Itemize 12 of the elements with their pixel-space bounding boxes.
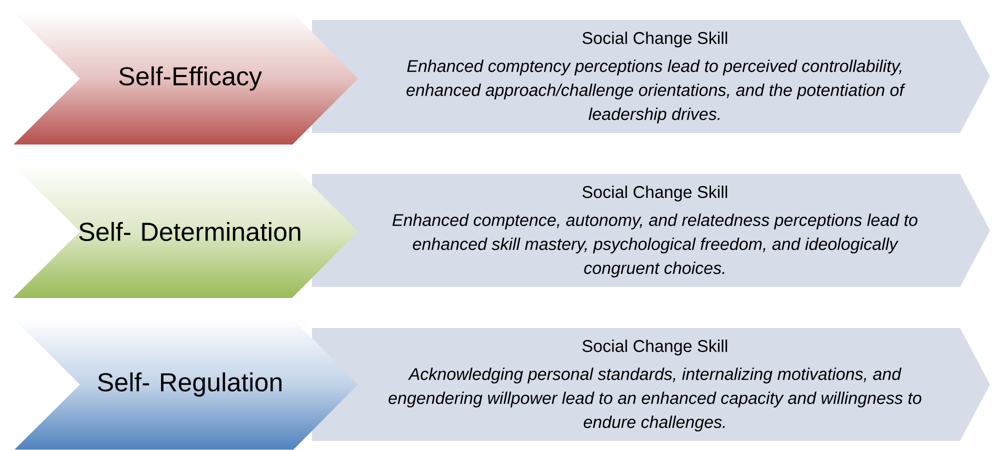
description: Acknowledging personal standards, internalizing motivations, and engendering willpower lead to an enhanced capacity and willingness to endure challenges. bbox=[388, 368, 922, 432]
heading: Social Change Skill bbox=[582, 32, 728, 48]
arrow-band bbox=[312, 328, 990, 441]
heading: Social Change Skill bbox=[582, 186, 728, 202]
heading: Social Change Skill bbox=[582, 340, 728, 356]
chevron: Self- Regulation bbox=[98, 372, 282, 397]
description: Enhanced comptency perceptions lead to perceived controllability, enhanced approach/challenge orientations, and the potentiation of leadership drives. bbox=[406, 60, 906, 124]
chevron: Self-Efficacy bbox=[119, 66, 262, 91]
arrow-band bbox=[312, 20, 990, 133]
description: Enhanced comptence, autonomy, and relatedness perceptions lead to enhanced skill mastery, psychological freedom, and ideologically congruent choices. bbox=[392, 214, 918, 278]
chevron: Self- Determination bbox=[79, 222, 300, 242]
arrow-band bbox=[312, 174, 990, 287]
